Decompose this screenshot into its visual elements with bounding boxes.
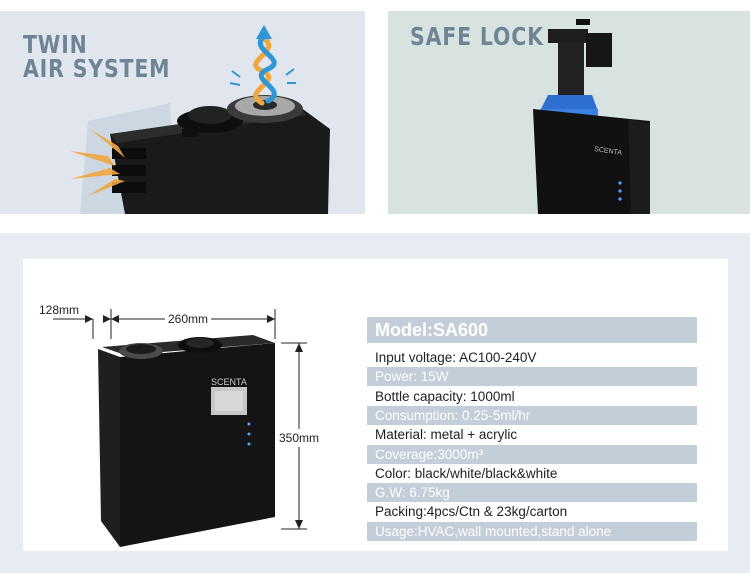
model-heading: Model:SA600: [367, 317, 697, 343]
spec-row: G.W: 6.75kg: [367, 483, 697, 503]
spec-row: Material: metal + acrylic: [375, 427, 518, 443]
height-dimension-label: 350mm: [279, 429, 320, 447]
spec-row: Bottle capacity: 1000ml: [375, 388, 515, 404]
svg-text:SCENTA: SCENTA: [594, 146, 623, 157]
specifications-panel: SCENTA 128mm 260m: [0, 233, 750, 573]
width-dimension-label: 260mm: [165, 312, 212, 326]
twin-air-title: TWIN AIR SYSTEM: [23, 30, 171, 83]
specifications-card: SCENTA 128mm 260m: [23, 259, 728, 551]
spec-row: Coverage:3000m³: [367, 444, 697, 464]
spec-row: Usage:HVAC,wall mounted,stand alone: [367, 521, 697, 541]
safe-lock-panel: SAFE LOCK SCENTA: [388, 11, 750, 214]
spec-row: Packing:4pcs/Ctn & 23kg/carton: [375, 504, 568, 520]
dimension-drawing: SCENTA: [53, 309, 307, 547]
twin-air-device-image: [70, 25, 330, 214]
twin-air-panel: TWIN AIR SYSTEM: [0, 11, 365, 214]
spec-row: Consumption: 0.25-5ml/hr: [367, 405, 697, 425]
spec-row: Input voltage: AC100-240V: [375, 350, 537, 365]
depth-dimension-label: 128mm: [39, 303, 80, 317]
spec-row: Color: black/white/black&white: [375, 465, 558, 481]
safe-lock-title: SAFE LOCK: [410, 22, 544, 51]
device-brand-label: SCENTA: [211, 377, 247, 387]
safe-lock-device-image: SCENTA: [533, 19, 650, 214]
spec-row: Power: 15W: [367, 367, 697, 387]
